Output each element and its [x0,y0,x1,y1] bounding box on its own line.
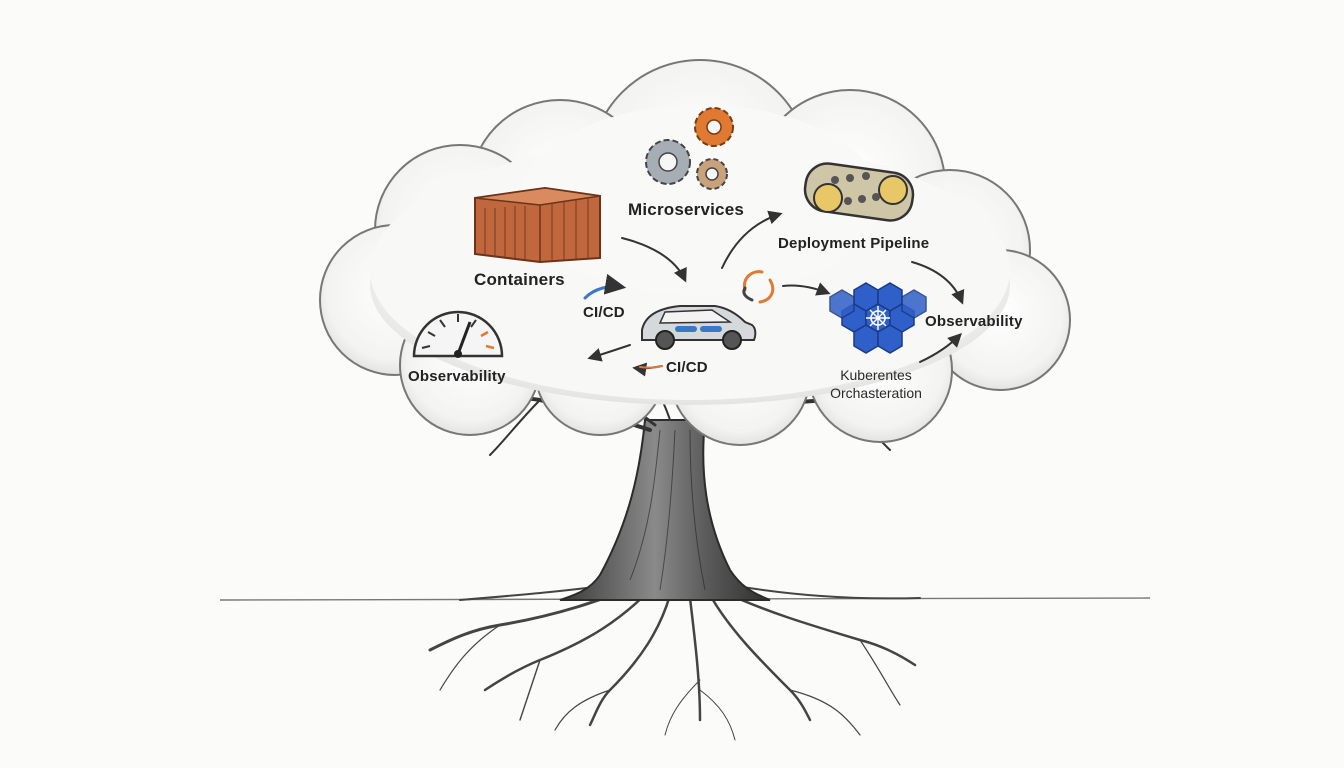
label-kubernetes: Kuberentes Orchasteration [808,366,944,402]
gears-icon [645,107,734,190]
label-kubernetes-line2: Orchasteration [830,385,922,401]
gauge-icon [412,310,504,358]
label-observability-right: Observability [925,313,1023,330]
container-icon [474,186,601,264]
kubernetes-hexagons-icon [829,282,927,354]
connector-arrows [587,210,965,377]
label-cicd-left: CI/CD [583,304,625,321]
label-deployment-pipeline: Deployment Pipeline [778,235,930,252]
car-icon [641,305,757,350]
cycle-arrows-icon [742,270,775,304]
label-cicd-bottom: CI/CD [666,359,708,376]
label-containers: Containers [474,270,565,289]
tree-roots [428,581,921,741]
label-kubernetes-line1: Kuberentes [840,367,912,383]
cicd-arrow [583,273,663,369]
label-microservices: Microservices [628,200,745,219]
conveyor-belt-icon [803,162,915,222]
label-observability-left: Observability [408,368,506,385]
tree-trunk [559,419,771,601]
